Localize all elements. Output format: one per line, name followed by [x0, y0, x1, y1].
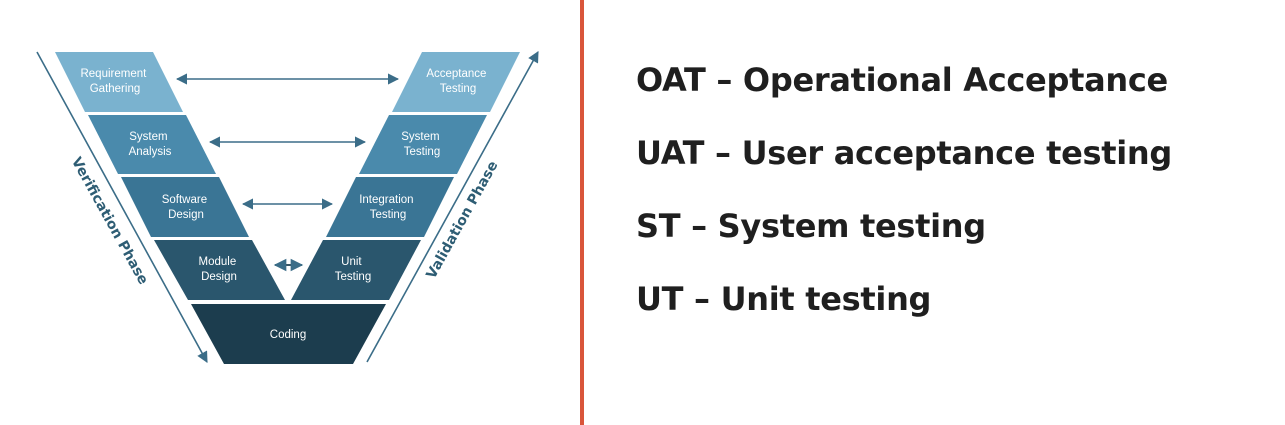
validation-phase-arrow — [366, 51, 539, 363]
module-design-block — [154, 240, 285, 300]
software-design-label: Software Design — [162, 194, 211, 221]
system-testing-label: System Testing — [401, 131, 443, 158]
module-design-label: Module Design — [199, 256, 240, 283]
validation-phase-label: Validation Phase — [423, 158, 501, 281]
legend-item-ut: UT – Unit testing — [636, 280, 932, 318]
system-analysis-block — [88, 115, 216, 174]
acceptance-testing-block — [392, 52, 520, 112]
vertical-divider — [580, 0, 584, 425]
legend-item-st: ST – System testing — [636, 207, 986, 245]
abbreviation-legend: OAT – Operational Acceptance UAT – User … — [636, 56, 1256, 348]
requirement-gathering-label: Requirement Gathering — [80, 68, 149, 95]
coding-label: Coding — [270, 329, 306, 341]
unit-testing-block — [291, 240, 421, 300]
v-model-diagram: Requirement Gathering System Analysis So… — [0, 0, 580, 425]
verification-phase-arrow — [36, 51, 208, 363]
system-analysis-label: System Analysis — [129, 131, 172, 158]
verification-phase-label: Verification Phase — [68, 155, 151, 288]
legend-item-oat: OAT – Operational Acceptance — [636, 61, 1168, 99]
integration-testing-label: Integration Testing — [359, 194, 417, 221]
legend-item-uat: UAT – User acceptance testing — [636, 134, 1172, 172]
requirement-gathering-block — [55, 52, 183, 112]
software-design-block — [121, 177, 249, 237]
acceptance-testing-label: Acceptance Testing — [426, 68, 489, 95]
unit-testing-label: Unit Testing — [335, 256, 371, 283]
coding-block — [191, 304, 386, 364]
integration-testing-block — [326, 177, 454, 237]
system-testing-block — [359, 115, 487, 174]
